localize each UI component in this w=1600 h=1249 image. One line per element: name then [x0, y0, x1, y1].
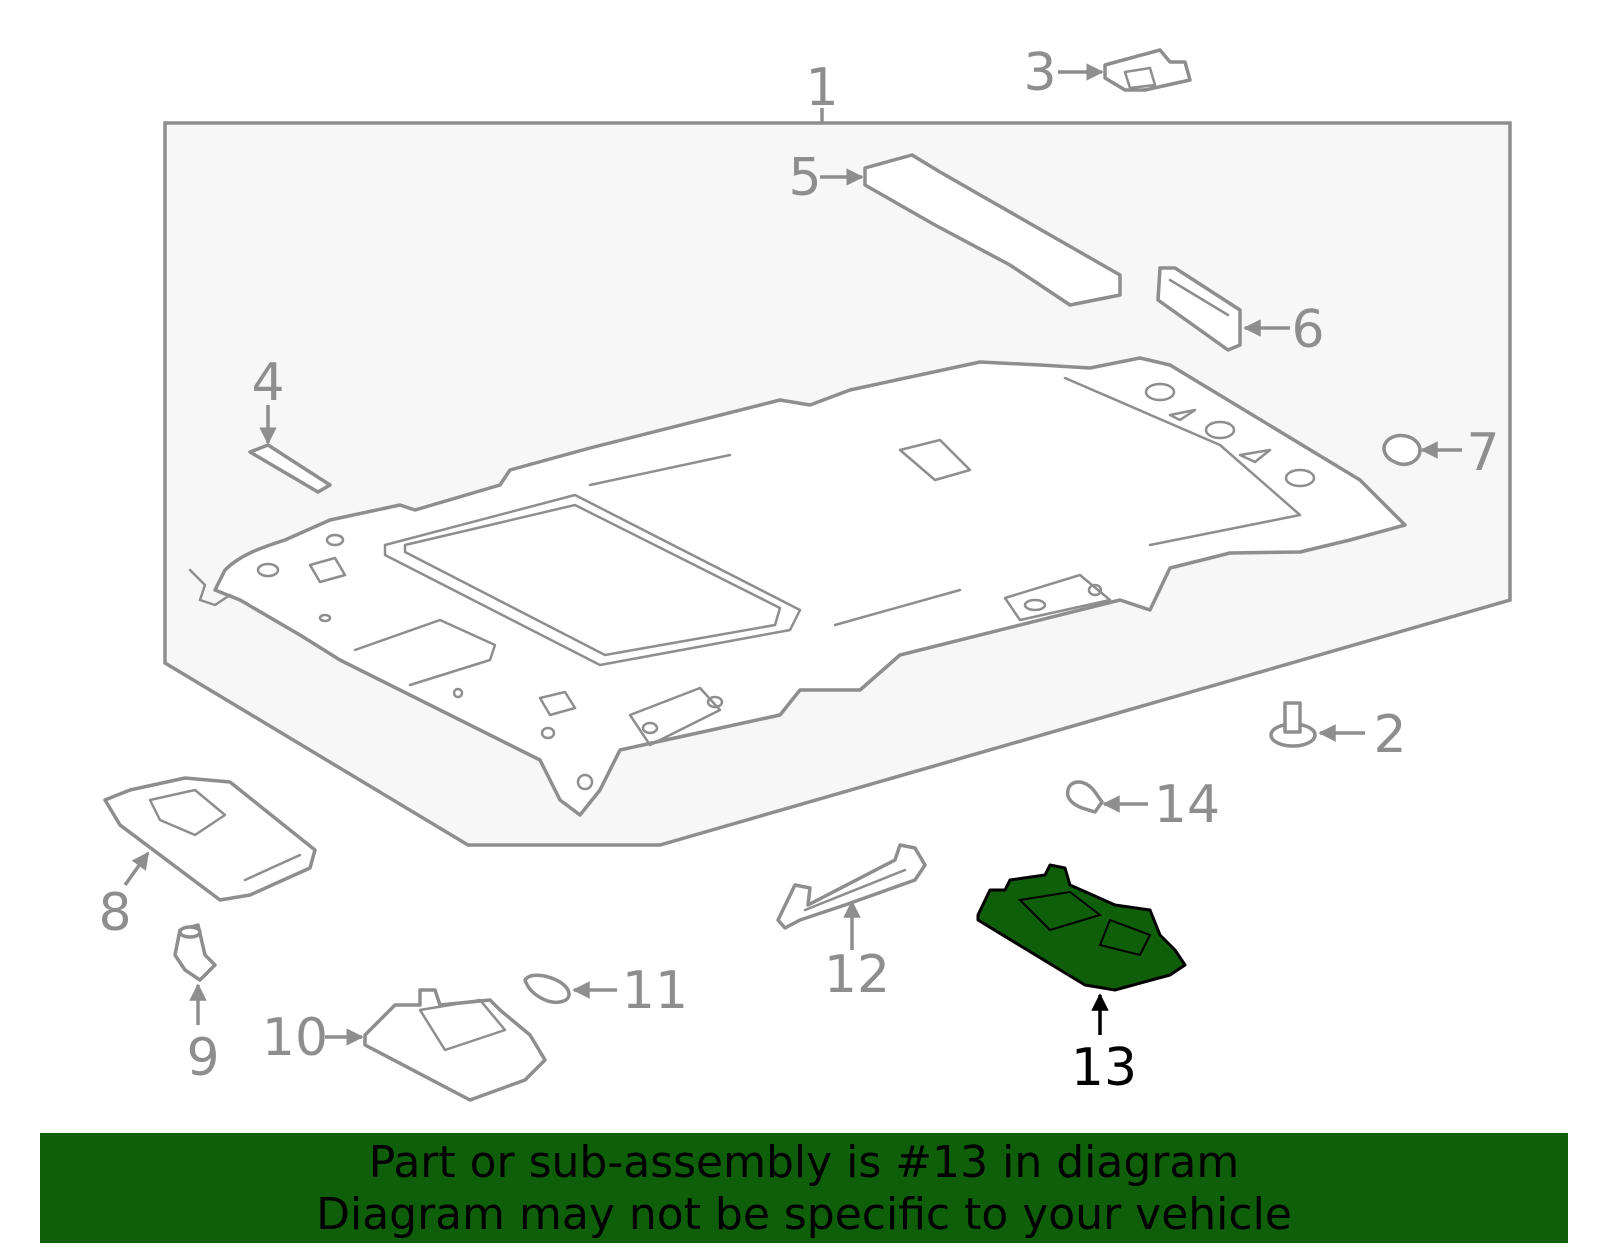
- callout-7: 7: [1466, 423, 1499, 483]
- part-11-bulb: [523, 973, 571, 1004]
- callout-8: 8: [98, 883, 131, 943]
- part-13-highlighted[interactable]: [976, 863, 1187, 992]
- callout-5: 5: [788, 148, 821, 208]
- part-5-pad: [863, 153, 1122, 307]
- callout-2: 2: [1373, 705, 1406, 765]
- part-9-clip: [173, 923, 217, 982]
- banner-line-2: Diagram may not be specific to your vehi…: [316, 1189, 1292, 1240]
- callout-12: 12: [824, 945, 890, 1005]
- part-12-handle: [776, 843, 927, 930]
- banner-line-1: Part or sub-assembly is #13 in diagram: [368, 1137, 1240, 1188]
- callout-13: 13: [1071, 1038, 1137, 1098]
- callout-14: 14: [1154, 775, 1220, 835]
- part-2-clip: [1269, 701, 1317, 748]
- callout-4: 4: [251, 353, 284, 413]
- headliner-panel: [188, 356, 1407, 817]
- callout-3: 3: [1023, 43, 1056, 103]
- callout-11: 11: [622, 961, 688, 1021]
- part-10-lamp: [363, 988, 547, 1102]
- callout-1: 1: [805, 58, 838, 118]
- part-3-bracket: [1103, 48, 1192, 92]
- callout-6: 6: [1291, 300, 1324, 360]
- callout-9: 9: [186, 1028, 219, 1088]
- part-4-strip: [248, 443, 332, 494]
- part-14-bulb: [1065, 780, 1104, 814]
- info-banner: Part or sub-assembly is #13 in diagram D…: [40, 1133, 1568, 1243]
- part-7-cap: [1382, 433, 1422, 467]
- leader-8: [123, 851, 150, 887]
- callout-10: 10: [262, 1008, 328, 1068]
- part-6-holder: [1156, 266, 1242, 352]
- part-8-sun-visor: [103, 776, 317, 902]
